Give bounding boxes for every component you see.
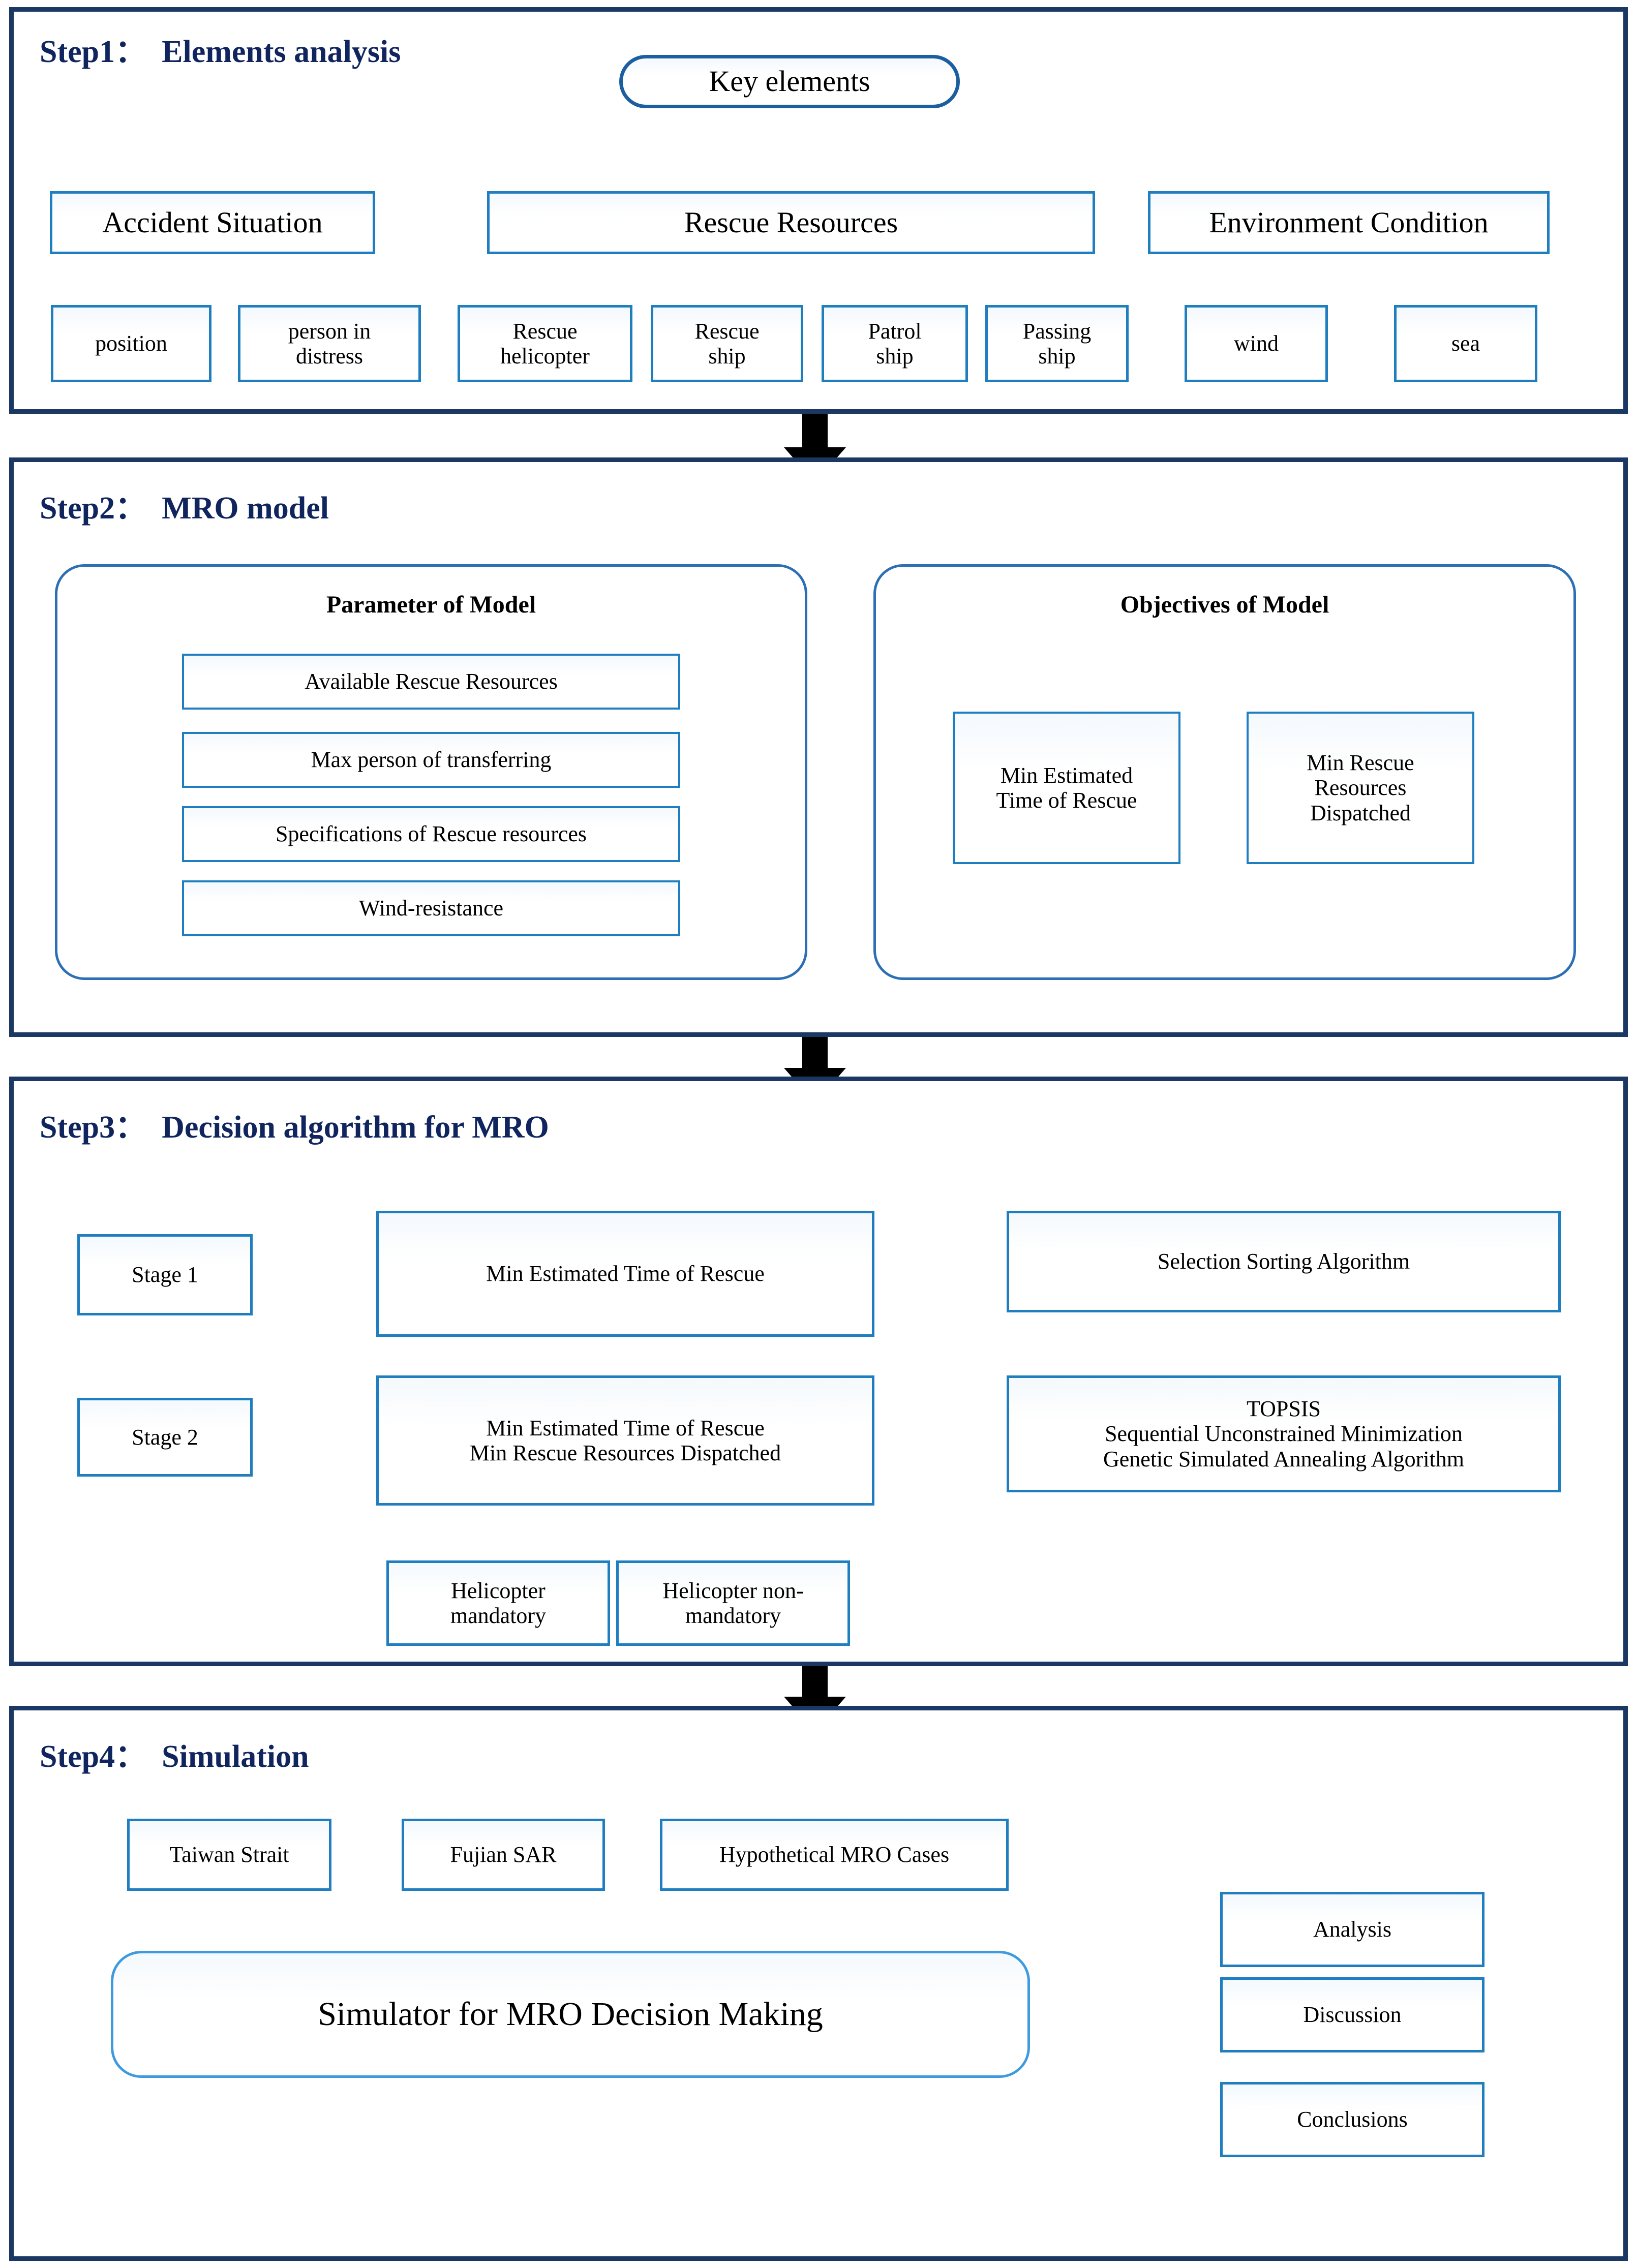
param-max-person-transferring[interactable]: Max person of transferring <box>182 732 680 788</box>
step1-number: Step1： <box>40 35 147 69</box>
node-rescue-ship[interactable]: Rescue ship <box>651 305 803 382</box>
node-discussion[interactable]: Discussion <box>1220 1977 1484 2052</box>
step4-number: Step4： <box>40 1739 147 1774</box>
node-conclusions[interactable]: Conclusions <box>1220 2082 1484 2157</box>
node-wind[interactable]: wind <box>1185 305 1328 382</box>
node-simulator-mro-decision-making[interactable]: Simulator for MRO Decision Making <box>111 1951 1030 2078</box>
objective-min-estimated-time[interactable]: Min Estimated Time of Rescue <box>953 712 1180 864</box>
step4-title: Step4： Simulation <box>40 1730 309 1776</box>
objective-min-rescue-resources[interactable]: Min Rescue Resources Dispatched <box>1247 712 1474 864</box>
step3-title-text: Decision algorithm for MRO <box>162 1110 549 1145</box>
node-taiwan-strait[interactable]: Taiwan Strait <box>127 1819 331 1891</box>
param-wind-resistance[interactable]: Wind-resistance <box>182 880 680 936</box>
node-helicopter-non-mandatory[interactable]: Helicopter non- mandatory <box>616 1560 850 1646</box>
node-fujian-sar[interactable]: Fujian SAR <box>402 1819 605 1891</box>
step2-title-text: MRO model <box>162 491 329 526</box>
node-environment-condition[interactable]: Environment Condition <box>1148 191 1550 254</box>
node-patrol-ship[interactable]: Patrol ship <box>822 305 968 382</box>
node-stage2-algorithms[interactable]: TOPSIS Sequential Unconstrained Minimiza… <box>1007 1375 1561 1492</box>
node-rescue-resources[interactable]: Rescue Resources <box>487 191 1095 254</box>
node-position[interactable]: position <box>51 305 211 382</box>
node-stage-2[interactable]: Stage 2 <box>77 1398 253 1477</box>
node-stage-1[interactable]: Stage 1 <box>77 1234 253 1315</box>
param-available-rescue-resources[interactable]: Available Rescue Resources <box>182 654 680 710</box>
node-selection-sorting-algorithm[interactable]: Selection Sorting Algorithm <box>1007 1211 1561 1312</box>
node-hypothetical-mro-cases[interactable]: Hypothetical MRO Cases <box>660 1819 1009 1891</box>
objectives-of-model-heading: Objectives of Model <box>1120 591 1329 618</box>
node-rescue-helicopter[interactable]: Rescue helicopter <box>458 305 632 382</box>
parameter-of-model-heading: Parameter of Model <box>326 591 536 618</box>
node-key-elements[interactable]: Key elements <box>619 55 960 108</box>
step3-number: Step3： <box>40 1110 147 1145</box>
node-person-in-distress[interactable]: person in distress <box>238 305 421 382</box>
node-helicopter-mandatory[interactable]: Helicopter mandatory <box>386 1560 610 1646</box>
node-stage2-objective[interactable]: Min Estimated Time of Rescue Min Rescue … <box>376 1375 874 1506</box>
node-passing-ship[interactable]: Passing ship <box>985 305 1129 382</box>
step1-title-text: Elements analysis <box>162 35 401 69</box>
step4-title-text: Simulation <box>162 1739 309 1774</box>
node-accident-situation[interactable]: Accident Situation <box>50 191 375 254</box>
param-specifications-rescue-resources[interactable]: Specifications of Rescue resources <box>182 806 680 862</box>
node-sea[interactable]: sea <box>1394 305 1537 382</box>
node-stage1-objective[interactable]: Min Estimated Time of Rescue <box>376 1211 874 1337</box>
step1-title: Step1： Elements analysis <box>40 25 401 71</box>
step3-title: Step3： Decision algorithm for MRO <box>40 1101 549 1147</box>
step2-number: Step2： <box>40 491 147 526</box>
node-analysis[interactable]: Analysis <box>1220 1892 1484 1967</box>
step2-title: Step2： MRO model <box>40 482 329 528</box>
